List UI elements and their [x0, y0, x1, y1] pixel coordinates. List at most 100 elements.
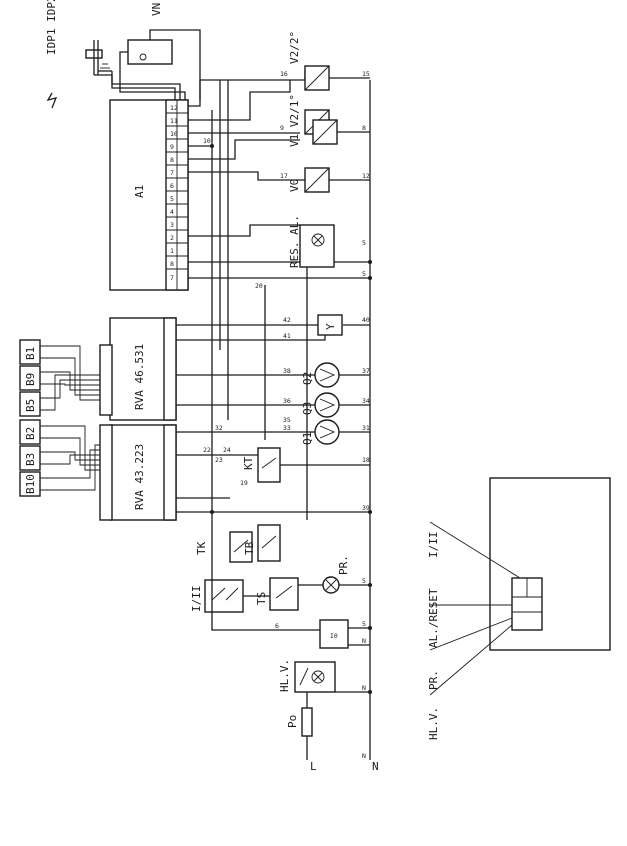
io-relay	[319, 619, 349, 649]
rva43-right-terminals	[163, 424, 177, 521]
i-ii-switch[interactable]	[204, 579, 244, 613]
wire-tag: 42	[283, 316, 291, 324]
rva43-label: RVA 43.223	[133, 444, 146, 510]
pump-q2	[314, 362, 340, 388]
b5-label: B5	[24, 399, 37, 412]
a1-pin: 7	[170, 169, 174, 177]
sensor-b1	[19, 339, 41, 365]
resal-label: RES. AL.	[288, 215, 301, 268]
wire-tag: 5	[362, 620, 366, 628]
wire-tag: N	[362, 684, 366, 692]
wire-tag: 5	[362, 270, 366, 278]
probes-label: IDP1 IDP2	[45, 0, 58, 55]
res-al-box	[299, 224, 335, 268]
sensor-b2	[19, 419, 41, 445]
rva46-left-terminals	[99, 344, 113, 416]
y-label: Y	[324, 323, 337, 330]
wire-number-tags: 16 15 10 9 8 17 12 5 5 20 42 40 41 38 37…	[203, 70, 370, 760]
wire-tag: 8	[362, 124, 366, 132]
v0-label: V0	[288, 179, 301, 192]
tk-thermostat	[229, 531, 253, 563]
wire-tag: 40	[362, 316, 370, 324]
power-group: I0 HL.V. Po L N	[278, 619, 379, 773]
probe-group: IDP1 IDP2 VN	[45, 0, 201, 109]
q3-label: Q3	[301, 402, 314, 415]
rva43-controller: RVA 43.223	[99, 424, 177, 521]
wire-tag: 5	[362, 239, 366, 247]
wire-tag: 9	[280, 124, 284, 132]
wire-tag: 20	[255, 282, 263, 290]
a1-label: A1	[133, 185, 146, 198]
wire-tag: 23	[215, 456, 223, 464]
b10-label: B10	[24, 474, 37, 494]
wire-tag: 35	[283, 416, 291, 424]
a1-pin: 8	[170, 260, 174, 268]
a1-pin: 3	[170, 221, 174, 229]
sensor-group: B1 B9 B5 B2 B3 B10	[19, 339, 100, 497]
res-al-group: RES. AL.	[288, 215, 370, 268]
b1-label: B1	[24, 347, 37, 360]
a1-controller: A1 12 11 10 9 8 7 6 5 4 3 2 1 8 7	[109, 99, 189, 291]
sensor-b9	[19, 365, 41, 391]
l-label: L	[310, 760, 317, 773]
sensor-b10	[19, 471, 41, 497]
rva46-label: RVA 46.531	[133, 344, 146, 410]
thermostat-group: TK TB I/II TS PR.	[190, 520, 370, 631]
tk-label: TK	[195, 541, 208, 555]
front-panel-frame	[489, 477, 611, 651]
wire-tag: 18	[362, 456, 370, 464]
a1-pin: 2	[170, 234, 174, 242]
ts-thermostat	[269, 577, 299, 611]
v21-label: V1 V2/1°	[288, 94, 301, 147]
pump-wires	[176, 324, 370, 513]
kt-relay: KT	[242, 447, 370, 483]
sensor-b3	[19, 445, 41, 471]
rva43-left-terminals	[99, 424, 113, 521]
i-ii-label: I/II	[190, 586, 203, 613]
a1-pin: 12	[170, 104, 178, 112]
vn-label: VN	[150, 3, 163, 16]
a1-pin: 4	[170, 208, 174, 216]
wire-tag: N	[362, 752, 366, 760]
wire-tag: 10	[203, 137, 211, 145]
wire-tag: 16	[280, 70, 288, 78]
a1-pin: 8	[170, 156, 174, 164]
wire-tag: 34	[362, 397, 370, 405]
wire-tag: 38	[283, 367, 291, 375]
pr-lamp-label: PR.	[337, 555, 350, 575]
n-label: N	[372, 760, 379, 773]
pump-group: Y Q2 Q3 Q1	[301, 314, 343, 445]
vn-transformer	[127, 39, 173, 65]
wire-tag: 19	[240, 479, 248, 487]
wire-tag: 32	[215, 424, 223, 432]
io-relay-mark: I0	[330, 632, 338, 640]
wire-tag: 39	[362, 504, 370, 512]
a1-pin: 6	[170, 182, 174, 190]
fuse-po	[301, 707, 313, 737]
wire-tag: 31	[362, 424, 370, 432]
b2-label: B2	[24, 427, 37, 440]
rva46-right-terminals	[163, 317, 177, 421]
wire-tag: 6	[275, 622, 279, 630]
tb-thermostat	[257, 524, 281, 562]
kt-box	[257, 447, 281, 483]
a1-pin: 9	[170, 143, 174, 151]
wire-tag: 5	[362, 577, 366, 585]
a1-pin: 7	[170, 274, 174, 282]
b3-label: B3	[24, 453, 37, 466]
hlv-switch[interactable]	[294, 661, 336, 693]
wire-tag: 41	[283, 332, 291, 340]
wire-tag: N	[362, 637, 366, 645]
a1-pin: 10	[170, 130, 178, 138]
wire-tag: 36	[283, 397, 291, 405]
spark-icon	[46, 92, 58, 109]
q2-label: Q2	[301, 372, 314, 385]
wire-tag: 37	[362, 367, 370, 375]
wire-tag: 22	[203, 446, 211, 454]
wire-tag: 15	[362, 70, 370, 78]
valve-group: V2/2° V1 V2/1° V0	[288, 31, 370, 193]
front-panel: I/II AL./RESET PR. HL.V.	[427, 477, 611, 740]
actuator-y	[317, 314, 343, 336]
panel-i-ii-label: I/II	[427, 532, 440, 559]
